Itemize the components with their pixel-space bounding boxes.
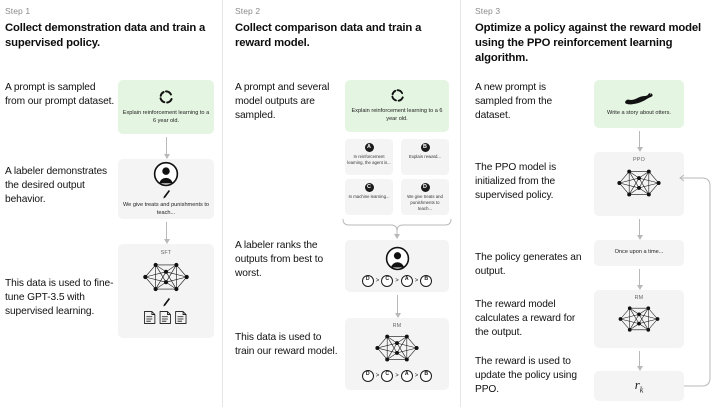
pencil-icon (162, 189, 171, 200)
node-prompt-1: Explain reinforcement learning to a 6 ye… (118, 80, 214, 134)
node-sft-1: SFT (118, 244, 214, 338)
rank-item-2: C (381, 274, 394, 287)
caption-1-1: A prompt is sampled from our prompt data… (5, 82, 115, 108)
column-step-3: Step 3 Optimize a policy against the rew… (460, 0, 720, 407)
output-card-b-text: Explain reward... (408, 154, 441, 159)
network-icon (614, 165, 664, 201)
node-new-prompt-text: Write a story about otters. (607, 109, 671, 116)
node-generated-output-text: Once upon a time... (614, 249, 664, 256)
rank-item-4: B (420, 274, 433, 287)
node-reward-value: rk (594, 371, 684, 401)
node-prompt-2: Explain reinforcement learning to a 6 ye… (345, 80, 449, 132)
caption-3-5: The reward is used to update the policy … (475, 356, 577, 396)
network-icon (140, 258, 192, 296)
node-ppo-model: PPO (594, 152, 684, 216)
node-new-prompt: Write a story about otters. (594, 80, 684, 128)
ranking-row-labeler: D > C > A > B (361, 274, 433, 287)
rm-rank-item-4: B (420, 370, 433, 382)
caption-3-2: The PPO model is initialized from the su… (475, 162, 557, 202)
person-icon (153, 161, 179, 187)
caption-3-4: The reward model calculates a reward for… (475, 299, 576, 339)
node-labeler-1: We give treats and punishments to teach.… (118, 159, 214, 219)
network-icon (615, 302, 663, 336)
output-card-b-letter: B (420, 143, 430, 152)
node-rm-3-tag: RM (634, 295, 644, 301)
caption-3-1: A new prompt is sampled from the dataset… (475, 82, 553, 122)
caption-1-3: This data is used to fine-tune GPT-3.5 w… (5, 278, 114, 318)
caption-2-3: This data is used to train our reward mo… (235, 332, 338, 358)
caption-2-2: A labeler ranks the outputs from best to… (235, 240, 324, 280)
pencil-icon (162, 297, 171, 308)
dashed-circle-icon (390, 88, 405, 103)
node-ppo-tag: PPO (633, 157, 645, 163)
arrow-3-2 (636, 219, 643, 240)
rm-rank-gt-3: > (414, 373, 419, 379)
output-card-d-letter: D (420, 183, 430, 192)
node-labeler-ranking: D > C > A > B (345, 240, 449, 292)
person-icon (385, 246, 410, 271)
output-card-c-text: In machine learning... (348, 194, 390, 199)
rm-rank-gt-2: > (395, 373, 399, 379)
otter-icon (624, 91, 654, 106)
output-card-a: A In reinforcement learning, the agent i… (345, 139, 393, 175)
caption-2-1: A prompt and several model outputs are s… (235, 82, 330, 122)
rm-rank-item-1: D (361, 370, 374, 382)
rm-rank-gt-1: > (375, 373, 380, 379)
node-prompt-1-text: Explain reinforcement learning to a 6 ye… (122, 109, 210, 124)
rank-gt-3: > (414, 277, 419, 284)
dashed-circle-icon (158, 89, 174, 105)
rank-gt-1: > (375, 277, 380, 284)
arrow-2-1 (394, 295, 401, 318)
node-generated-output: Once upon a time... (594, 240, 684, 266)
node-labeler-1-text: We give treats and punishments to teach.… (122, 201, 210, 216)
rm-rank-item-3: A (400, 370, 413, 382)
caption-3-3: The policy generates an output. (475, 252, 582, 278)
step-label-2: Step 2 (235, 6, 261, 16)
output-card-a-letter: A (364, 143, 374, 152)
rm-rank-item-2: C (381, 370, 394, 382)
output-card-a-text: In reinforcement learning, the agent is.… (347, 154, 391, 165)
output-card-c-letter: C (364, 183, 374, 192)
step-title-3: Optimize a policy against the reward mod… (475, 22, 701, 65)
node-reward-model-3: RM (594, 290, 684, 348)
feedback-loop-arrow (630, 170, 711, 396)
arrow-3-1 (636, 131, 643, 152)
column-step-2: Step 2 Collect comparison data and train… (222, 0, 460, 407)
rank-item-1: D (361, 274, 374, 287)
step-title-1: Collect demonstration data and train a s… (5, 22, 206, 50)
arrow-3-4 (636, 351, 643, 371)
step-title-2: Collect comparison data and train a rewa… (235, 22, 422, 50)
node-reward-model-2: RM D > C (345, 318, 449, 390)
output-card-d-text: We give treats and punishments to teach.… (407, 194, 443, 211)
caption-1-2: A labeler demonstrates the desired outpu… (5, 166, 107, 206)
ranking-row-rm: D > C > A > B (361, 370, 433, 382)
output-card-d: D We give treats and punishments to teac… (401, 179, 449, 215)
documents-icon (143, 310, 189, 325)
arrow-3-3 (636, 269, 643, 290)
arrow-1-1 (163, 137, 170, 159)
brace-collector (341, 217, 453, 239)
output-card-c: C In machine learning... (345, 179, 393, 215)
reward-value-symbol: rk (634, 377, 644, 395)
rank-item-3: A (400, 274, 413, 287)
node-prompt-2-text: Explain reinforcement learning to a 6 ye… (351, 108, 443, 122)
step-label-3: Step 3 (475, 6, 501, 16)
column-step-1: Step 1 Collect demonstration data and tr… (0, 0, 222, 407)
arrow-1-2 (163, 222, 170, 244)
output-card-b: B Explain reward... (401, 139, 449, 175)
node-rm-2-tag: RM (392, 323, 402, 329)
node-sft-1-tag: SFT (160, 250, 172, 256)
rank-gt-2: > (395, 277, 399, 284)
network-icon (372, 330, 422, 366)
step-label-1: Step 1 (5, 6, 31, 16)
